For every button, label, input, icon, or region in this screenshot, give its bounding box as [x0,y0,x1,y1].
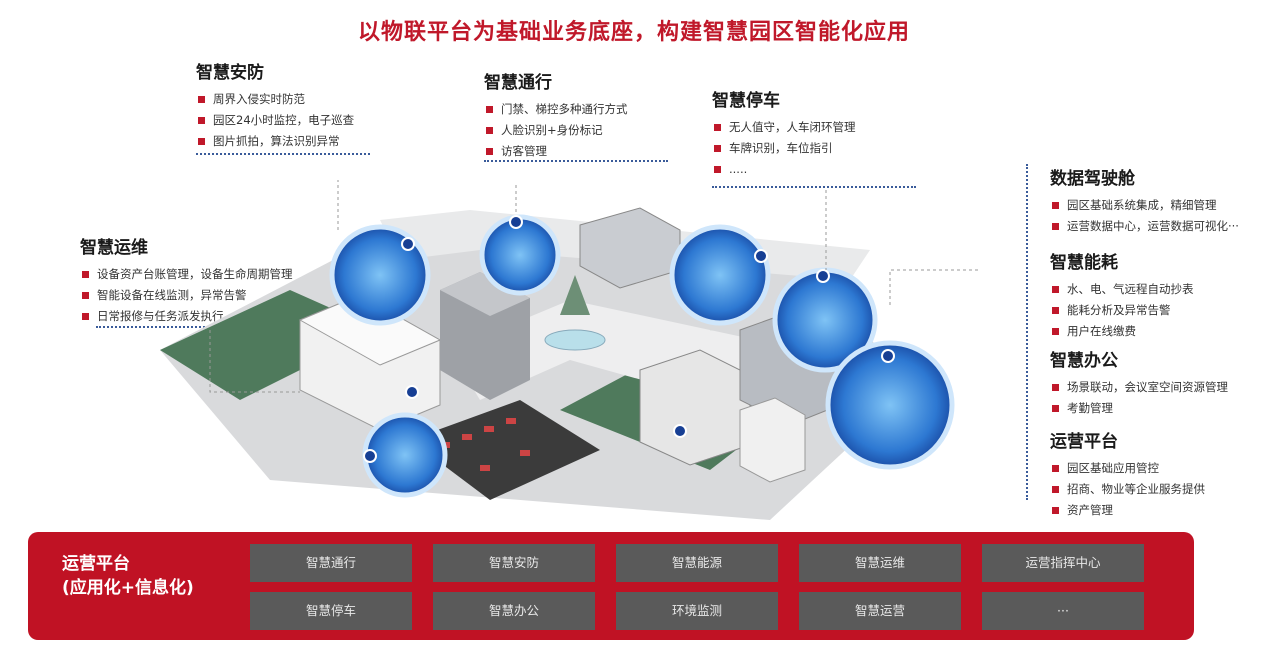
list-item: 用户在线缴费 [1050,321,1194,342]
bar-title-line1: 运营平台 [62,554,130,574]
list-item: 周界入侵实时防范 [196,89,354,110]
park-illustration [160,180,980,520]
platform-heading: 运营平台 [1050,432,1118,452]
list-item: ..... [712,159,856,180]
ops-block: 智慧运维 设备资产台账管理，设备生命周期管理 智能设备在线监测，异常告警 日常报… [80,233,293,327]
list-item: 设备资产台账管理，设备生命周期管理 [80,264,293,285]
security-underline [196,153,370,155]
tile-row1-2[interactable]: 智慧安防 [433,544,595,582]
right-column-divider [1026,164,1028,500]
platform-block: 运营平台 园区基础应用管控 招商、物业等企业服务提供 资产管理 [1050,427,1205,521]
access-underline [484,160,668,162]
tile-row2-4[interactable]: 智慧运营 [799,592,961,630]
tile-row1-5[interactable]: 运营指挥中心 [982,544,1144,582]
bubble-office [825,340,955,470]
platform-bar: 运营平台 (应用化+信息化) 智慧通行 智慧安防 智慧能源 智慧运维 运营指挥中… [28,532,1194,640]
parking-underline [712,186,916,188]
list-item: 招商、物业等企业服务提供 [1050,479,1205,500]
tile-row2-3[interactable]: 环境监测 [616,592,778,630]
list-item: 运营数据中心，运营数据可视化··· [1050,216,1239,237]
security-block: 智慧安防 周界入侵实时防范 园区24小时监控，电子巡查 图片抓拍，算法识别异常 [196,58,354,152]
office-heading: 智慧办公 [1050,351,1118,371]
tile-row1-3[interactable]: 智慧能源 [616,544,778,582]
list-item: 日常报修与任务派发执行 [80,306,293,327]
tile-row2-5[interactable]: ··· [982,592,1144,630]
list-item: 智能设备在线监测，异常告警 [80,285,293,306]
list-item: 访客管理 [484,141,628,162]
parking-heading: 智慧停车 [712,91,780,111]
list-item: 门禁、梯控多种通行方式 [484,99,628,120]
bubble-parking [669,224,771,326]
page-title: 以物联平台为基础业务底座，构建智慧园区智能化应用 [357,20,910,45]
connector-lines [209,180,980,393]
access-heading: 智慧通行 [484,73,552,93]
bubble-ops [362,412,448,498]
list-item: 人脸识别+身份标记 [484,120,628,141]
tile-row1-4[interactable]: 智慧运维 [799,544,961,582]
list-item: 园区基础系统集成，精细管理 [1050,195,1239,216]
ops-heading: 智慧运维 [80,238,148,258]
security-heading: 智慧安防 [196,63,264,83]
list-item: 能耗分析及异常告警 [1050,300,1194,321]
bar-title-line2: (应用化+信息化) [62,578,194,598]
tile-row2-2[interactable]: 智慧办公 [433,592,595,630]
list-item: 无人值守，人车闭环管理 [712,117,856,138]
energy-heading: 智慧能耗 [1050,253,1118,273]
access-block: 智慧通行 门禁、梯控多种通行方式 人脸识别+身份标记 访客管理 [484,68,628,162]
list-item: 考勤管理 [1050,398,1228,419]
list-item: 资产管理 [1050,500,1205,521]
fountain [544,329,606,351]
building-tall [440,272,530,400]
bubble-security [329,224,431,326]
list-item: 图片抓拍，算法识别异常 [196,131,354,152]
bubble-access [479,214,561,296]
tile-row2-1[interactable]: 智慧停车 [250,592,412,630]
list-item: 场景联动，会议室空间资源管理 [1050,377,1228,398]
parking-lot [410,400,600,500]
bar-title: 运营平台 (应用化+信息化) [62,552,194,600]
tree [560,275,590,315]
list-item: 园区24小时监控，电子巡查 [196,110,354,131]
list-item: 车牌识别，车位指引 [712,138,856,159]
list-item: 园区基础应用管控 [1050,458,1205,479]
building-left [298,294,442,431]
parking-block: 智慧停车 无人值守，人车闭环管理 车牌识别，车位指引 ..... [712,86,856,180]
anchor-dots [363,215,895,463]
cockpit-block: 数据驾驶舱 园区基础系统集成，精细管理 运营数据中心，运营数据可视化··· [1050,164,1239,237]
building-center [639,349,751,466]
tile-row1-1[interactable]: 智慧通行 [250,544,412,582]
building-small [739,397,806,483]
cockpit-heading: 数据驾驶舱 [1050,169,1135,189]
office-block: 智慧办公 场景联动，会议室空间资源管理 考勤管理 [1050,346,1228,419]
list-item: 水、电、气远程自动抄表 [1050,279,1194,300]
energy-block: 智慧能耗 水、电、气远程自动抄表 能耗分析及异常告警 用户在线缴费 [1050,248,1194,342]
